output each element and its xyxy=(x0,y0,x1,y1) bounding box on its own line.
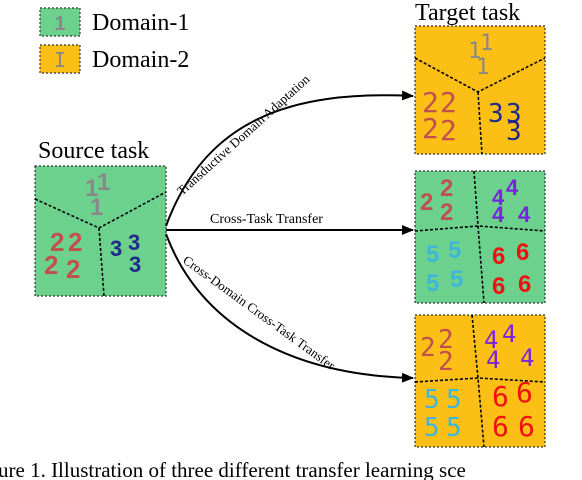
svg-text:2: 2 xyxy=(44,250,58,280)
svg-text:4: 4 xyxy=(518,202,531,227)
target-panel-2: 2 2 2 4 4 4 4 5 5 5 5 6 6 6 6 xyxy=(414,170,546,304)
svg-text:3: 3 xyxy=(506,99,522,129)
target-3-region-6: 6 6 6 6 xyxy=(492,376,535,443)
source-region-divider xyxy=(34,191,167,297)
svg-text:6: 6 xyxy=(492,380,509,413)
target-task-title: Target task xyxy=(415,0,520,26)
svg-text:2: 2 xyxy=(420,189,433,216)
svg-text:2: 2 xyxy=(440,175,453,202)
svg-text:1: 1 xyxy=(90,194,103,221)
svg-text:5: 5 xyxy=(446,385,462,415)
svg-text:6: 6 xyxy=(516,376,533,409)
source-task-panel: 1 1 1 2 2 2 2 3 3 3 xyxy=(34,165,167,297)
svg-text:6: 6 xyxy=(518,410,535,443)
target-3-region-5: 5 5 5 5 xyxy=(424,385,462,443)
svg-text:2: 2 xyxy=(422,112,439,145)
svg-text:6: 6 xyxy=(492,243,505,270)
svg-text:4: 4 xyxy=(486,346,500,374)
svg-text:5: 5 xyxy=(446,413,462,443)
svg-text:2: 2 xyxy=(438,325,454,355)
svg-text:5: 5 xyxy=(424,413,440,443)
svg-text:3: 3 xyxy=(488,99,504,129)
legend-label-domain-1: Domain-1 xyxy=(92,10,189,36)
svg-text:2: 2 xyxy=(438,347,454,377)
label-cross-domain-cross-task: Cross-Domain Cross-Task Transfer xyxy=(180,252,338,373)
target-3-region-4: 4 4 4 4 xyxy=(484,320,534,374)
svg-text:2: 2 xyxy=(66,254,80,284)
svg-text:1: 1 xyxy=(480,31,493,56)
svg-text:1: 1 xyxy=(97,169,110,196)
figure-caption: ure 1. Illustration of three different t… xyxy=(0,458,466,480)
svg-text:2: 2 xyxy=(68,227,82,257)
target-1-region-2: 2 2 2 2 xyxy=(422,86,457,147)
svg-text:4: 4 xyxy=(520,344,534,372)
svg-text:5: 5 xyxy=(426,270,439,297)
svg-text:5: 5 xyxy=(424,385,440,415)
svg-text:4: 4 xyxy=(502,320,516,348)
svg-text:1: 1 xyxy=(468,39,481,64)
svg-text:6: 6 xyxy=(516,239,529,266)
legend-swatch-domain-2 xyxy=(39,44,81,74)
svg-text:2: 2 xyxy=(440,199,453,226)
svg-text:3: 3 xyxy=(506,117,522,147)
svg-text:6: 6 xyxy=(492,273,505,300)
svg-text:2: 2 xyxy=(440,86,457,119)
svg-text:6: 6 xyxy=(492,410,509,443)
svg-text:6: 6 xyxy=(518,271,531,298)
legend-swatch-domain-1 xyxy=(39,7,81,37)
legend: 1 Domain-1 I Domain-2 xyxy=(39,7,189,74)
target-1-region-1: 1 1 1 xyxy=(468,31,493,80)
target-2-region-6: 6 6 6 6 xyxy=(492,239,531,300)
svg-text:3: 3 xyxy=(129,252,141,277)
svg-text:5: 5 xyxy=(450,266,463,293)
arrow-cross-domain-cross-task xyxy=(165,233,414,383)
svg-text:5: 5 xyxy=(448,237,461,264)
svg-text:3: 3 xyxy=(110,236,122,261)
svg-text:3: 3 xyxy=(128,230,140,255)
source-task-title: Source task xyxy=(38,138,149,164)
target-2-region-4: 4 4 4 4 xyxy=(492,175,531,227)
target-1-region-3: 3 3 3 xyxy=(488,99,522,147)
svg-text:1: 1 xyxy=(85,175,98,202)
svg-text:4: 4 xyxy=(492,202,505,227)
svg-text:4: 4 xyxy=(506,175,519,200)
transfer-arrows xyxy=(165,90,414,383)
arrow-domain-adaptation xyxy=(165,90,414,227)
svg-text:2: 2 xyxy=(420,333,436,363)
target-panel-3: 2 2 2 4 4 4 4 5 5 5 5 6 6 6 6 xyxy=(414,314,546,448)
svg-text:4: 4 xyxy=(484,326,498,354)
svg-text:2: 2 xyxy=(440,114,457,147)
target-2-region-5: 5 5 5 5 xyxy=(426,237,463,297)
source-region-1: 1 1 1 xyxy=(85,169,110,221)
legend-label-domain-2: Domain-2 xyxy=(92,47,189,73)
target-panel-1: 1 1 1 2 2 2 2 3 3 3 xyxy=(414,25,546,155)
label-cross-task: Cross-Task Transfer xyxy=(210,212,323,227)
target-2-region-2: 2 2 2 xyxy=(420,175,453,226)
svg-text:4: 4 xyxy=(492,185,505,210)
target-3-region-2: 2 2 2 xyxy=(420,325,454,377)
label-domain-adaptation: Transductive Domain Adaptation xyxy=(174,71,313,198)
svg-text:2: 2 xyxy=(50,227,64,257)
svg-text:5: 5 xyxy=(426,241,439,268)
legend-swatch-glyph-2: I xyxy=(54,48,66,72)
source-region-2: 2 2 2 2 xyxy=(44,227,82,284)
svg-text:1: 1 xyxy=(476,55,489,80)
svg-text:2: 2 xyxy=(422,86,439,119)
legend-swatch-glyph-1: 1 xyxy=(54,13,65,35)
source-region-3: 3 3 3 xyxy=(110,230,141,277)
